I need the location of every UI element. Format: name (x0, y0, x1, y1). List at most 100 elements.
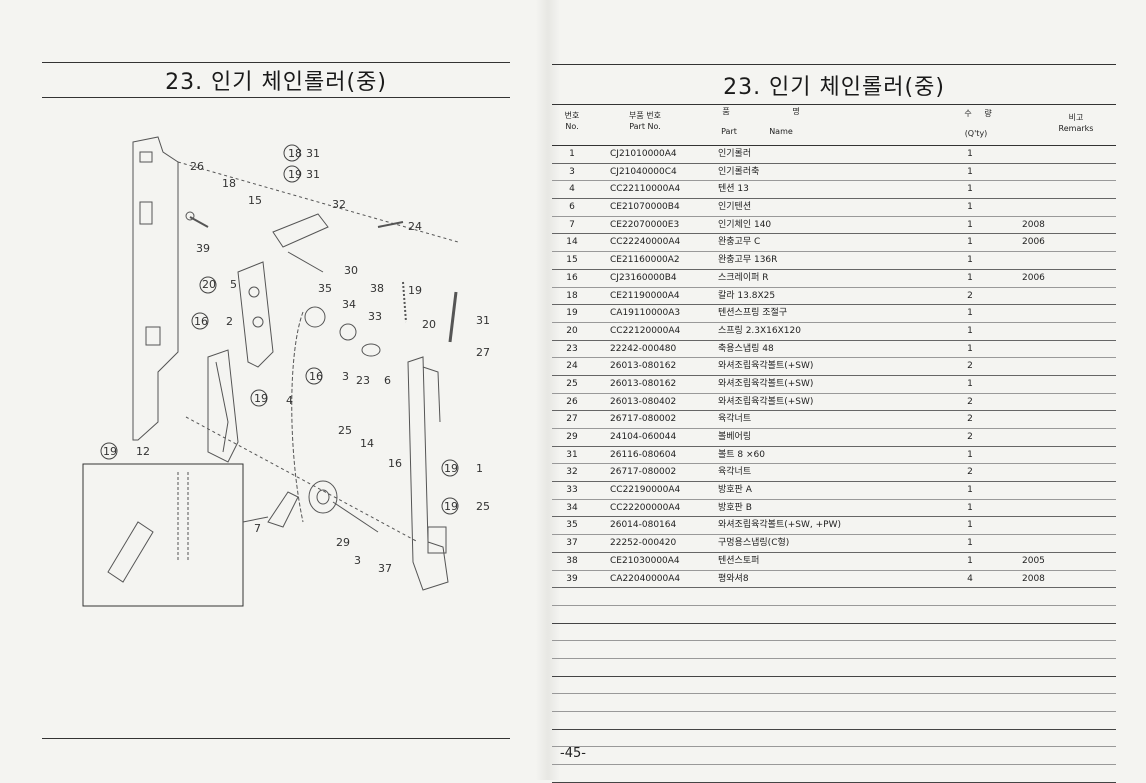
part-name-cell: 구멍용스냅링(C형) (718, 538, 790, 549)
callout-37: 37 (378, 562, 392, 575)
empty-table-row (552, 747, 1116, 766)
part-name-cell: 칼라 13.8X25 (718, 290, 776, 301)
part-name-cell: 텐션 13 (718, 184, 749, 195)
header-qty-en: (Q'ty) (964, 129, 988, 138)
callout-19: 19 (103, 445, 117, 458)
callout-19: 19 (444, 500, 458, 513)
title-top-rule (552, 64, 1116, 65)
part-no-cell: 33 (566, 485, 578, 496)
quantity-cell: 1 (967, 184, 973, 195)
chain-attachment-7 (107, 521, 154, 583)
part-name-cell: 방호판 B (718, 502, 752, 513)
quantity-cell: 1 (967, 325, 973, 336)
quantity-cell: 2 (967, 414, 973, 425)
callout-5: 5 (230, 278, 237, 291)
part-name-cell: 방호판 A (718, 485, 752, 496)
callout-25: 25 (476, 500, 490, 513)
part-name-cell: 평와셔8 (718, 573, 749, 584)
empty-table-row (552, 694, 1116, 712)
part-number-cell: 22252-000420 (610, 538, 677, 549)
part-number-cell: 26717-080002 (610, 467, 677, 478)
collar-38 (339, 323, 357, 341)
part-number-cell: CE21190000A4 (610, 290, 680, 301)
tension-arm (272, 213, 329, 248)
quantity-cell: 2 (967, 396, 973, 407)
chain-links (177, 472, 189, 562)
empty-table-row (552, 624, 1116, 642)
callout-35: 35 (318, 282, 332, 295)
bolt-31 (448, 291, 458, 343)
part-name-cell: 인기롤러 (718, 149, 752, 159)
part-number-cell: CC22200000A4 (610, 502, 681, 513)
callout-19: 19 (254, 392, 268, 405)
header-qty-ko-1: 수 (964, 109, 972, 118)
quantity-cell: 2 (967, 467, 973, 478)
page-number: -45- (560, 746, 586, 761)
part-no-cell: 34 (566, 502, 578, 513)
bolt-24 (377, 221, 404, 228)
callout-18: 18 (288, 147, 302, 160)
part-no-cell: 19 (566, 308, 578, 319)
part-no-cell: 29 (566, 432, 578, 442)
case-slot (139, 201, 153, 225)
callout-18: 18 (222, 177, 236, 190)
part-number-cell: CA22040000A4 (610, 573, 681, 584)
title-top-rule (42, 62, 510, 63)
part-number-cell: 26014-080164 (610, 520, 677, 531)
chain-detail-inset (82, 463, 244, 607)
part-name-cell: 와셔조립육각볼트(+SW) (718, 378, 814, 389)
part-no-cell: 7 (569, 219, 575, 230)
callout-20: 20 (202, 278, 216, 291)
callout-12: 12 (136, 445, 150, 458)
header-part-en: Part No. (629, 122, 661, 131)
quantity-cell: 1 (967, 308, 973, 319)
right-page-title: 23. 인기 체인롤러(중) (723, 75, 945, 100)
chain-case-right (407, 356, 449, 591)
part-no-cell: 37 (566, 538, 578, 549)
part-number-cell: CC22240000A4 (610, 237, 681, 248)
header-name-ko-1: 품 (722, 107, 730, 116)
quantity-cell: 1 (967, 555, 973, 566)
washer-39 (185, 211, 195, 221)
part-number-cell: 26013-080162 (610, 361, 677, 372)
remarks-cell: 2008 (1022, 219, 1045, 230)
quantity-cell: 1 (967, 502, 973, 513)
part-name-cell: 스크레이퍼 R (718, 272, 769, 283)
callout-2: 2 (226, 315, 233, 328)
callout-16: 16 (309, 370, 323, 383)
callout-19: 19 (288, 168, 302, 181)
quantity-cell: 2 (967, 432, 973, 442)
quantity-cell: 2 (967, 290, 973, 301)
header-name-en-2: Name (769, 127, 793, 136)
part-name-cell: 인기체인 140 (718, 219, 772, 230)
quantity-cell: 1 (967, 538, 973, 549)
part-name-cell: 텐션스프링 조절구 (718, 308, 788, 319)
part-name-cell: 스프링 2.3X16X120 (718, 325, 801, 336)
chain-loop (291, 311, 304, 523)
part-number-cell: 24104-060044 (610, 432, 677, 442)
part-name-cell: 와셔조립육각볼트(+SW) (718, 361, 814, 372)
part-name-cell: 완충고무 136R (718, 255, 778, 266)
callout-33: 33 (368, 310, 382, 323)
attachment-7-detail (267, 491, 299, 528)
header-remarks-en: Remarks (1058, 124, 1094, 133)
part-name-cell: 축용스냅링 48 (718, 343, 774, 354)
empty-table-row (552, 588, 1116, 606)
part-name-cell: 와셔조립육각볼트(+SW, +PW) (718, 520, 842, 531)
exploded-parts-diagram: 18 31 19 31 26 18 15 32 24 39 30 20 5 35… (82, 136, 490, 607)
remarks-cell: 2008 (1022, 573, 1045, 584)
callout-31: 31 (306, 168, 320, 181)
part-no-cell: 6 (569, 202, 575, 213)
part-name-cell: 완충고무 C (718, 237, 761, 248)
quantity-cell: 1 (967, 166, 973, 177)
